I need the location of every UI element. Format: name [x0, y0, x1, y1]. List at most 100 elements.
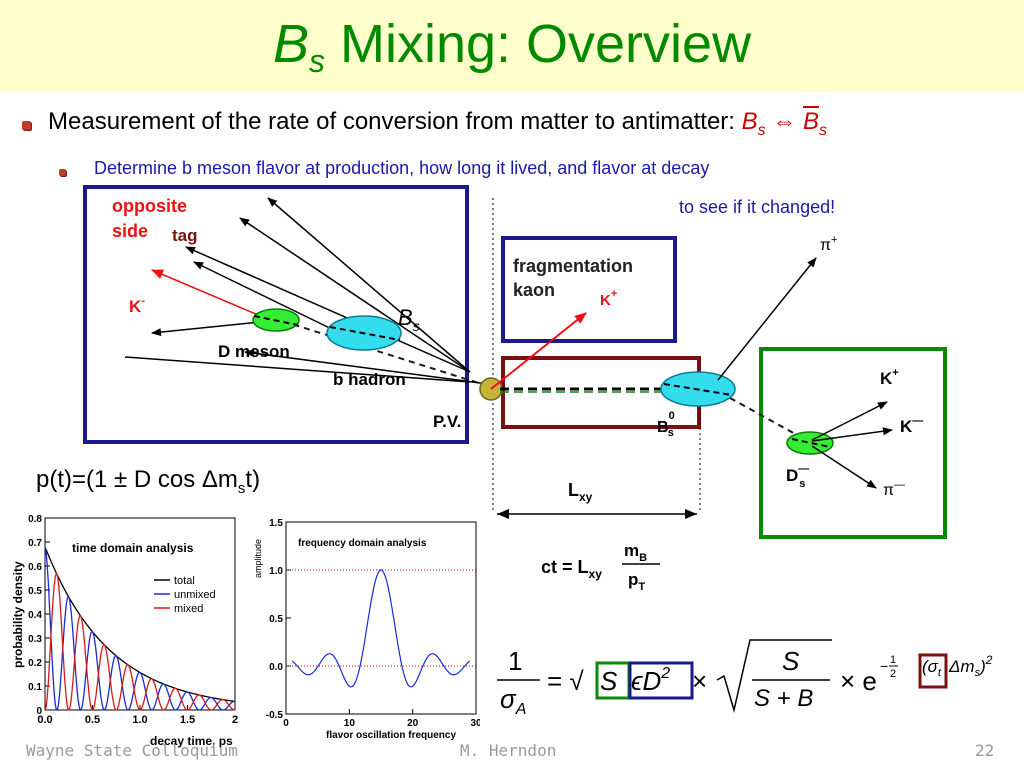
- bullet-main-text: Measurement of the rate of conversion fr…: [48, 108, 742, 135]
- lxy-label: Lxy: [568, 480, 593, 504]
- y-tick-label: 0.0: [269, 662, 283, 673]
- bs-label: Bs: [398, 305, 420, 334]
- svg-text:1: 1: [508, 646, 522, 676]
- k-plus-track: [811, 401, 888, 441]
- b-hadron-path: [275, 318, 489, 387]
- y-tick-label: 0.4: [28, 610, 42, 621]
- svg-text:2: 2: [890, 668, 896, 680]
- side-label: side: [112, 221, 148, 241]
- bullet-marker: [22, 121, 31, 130]
- bullet-sub: Determine b meson flavor at production, …: [94, 158, 710, 178]
- title-symbol-sub: s: [308, 43, 325, 79]
- x-tick-label: 10: [344, 718, 356, 729]
- freq-chart-ylabel: amplitude: [253, 539, 263, 578]
- ct-formula-den: pT: [628, 570, 645, 593]
- track: [267, 197, 471, 373]
- svg-text:S + B: S + B: [754, 685, 813, 712]
- x-tick-label: 0: [283, 718, 289, 729]
- fragmentation-kaon-arrow: [490, 312, 587, 390]
- x-tick-label: 0.5: [85, 714, 100, 726]
- sigma-t-highlight-box: [918, 653, 948, 689]
- track: [185, 246, 471, 373]
- bullet-sub-cont: to see if it changed!: [679, 197, 836, 217]
- ds-box: [759, 347, 947, 539]
- pi-plus-track: [717, 257, 817, 381]
- track: [239, 217, 471, 373]
- svg-text:ϵD2: ϵD2: [631, 665, 670, 696]
- oscillation-arrow: ⇔: [765, 108, 803, 135]
- title-band: [0, 0, 1024, 92]
- fragmentation-label: fragmentation: [513, 256, 633, 276]
- x-tick-label: 30: [470, 718, 480, 729]
- sub-bullet-marker: [59, 169, 66, 176]
- kaon-label: kaon: [513, 280, 555, 300]
- probability-formula: p(t)=(1 ± D cos Δmst): [36, 466, 261, 497]
- legend-label: mixed: [174, 603, 203, 615]
- pi-minus-label: π—: [883, 479, 905, 499]
- k-minus-label: K-: [129, 295, 145, 316]
- ds-flight-path: [729, 397, 809, 442]
- svg-text:×: ×: [692, 666, 707, 696]
- svg-text:−: −: [880, 658, 888, 674]
- x-tick-label: 1.0: [132, 714, 147, 726]
- amplitude-curve: [291, 569, 471, 688]
- x-tick-label: 20: [407, 718, 419, 729]
- bs-symbol-left: Bs: [741, 108, 766, 139]
- k-minus-track: [811, 427, 893, 442]
- opposite-side-box: [83, 185, 469, 444]
- track: [124, 356, 471, 383]
- d-meson-label: D meson: [218, 342, 290, 361]
- x-tick-label: 1.5: [180, 714, 195, 726]
- y-tick-label: 1.5: [269, 518, 283, 529]
- opposite-label: opposite: [112, 196, 187, 216]
- k-minus-right-label: K—: [900, 415, 923, 436]
- y-tick-label: 0.2: [28, 658, 42, 669]
- y-tick-label: 0.3: [28, 634, 42, 645]
- y-tick-label: 0.7: [28, 538, 42, 549]
- legend-label: total: [174, 575, 195, 587]
- svg-text:σA: σA: [500, 684, 526, 718]
- track: [244, 349, 489, 385]
- series-unmixed: [44, 546, 235, 711]
- y-tick-label: 1.0: [269, 566, 283, 577]
- page-number: 22: [975, 741, 995, 760]
- y-tick-label: 0.8: [28, 514, 42, 525]
- series-mixed: [44, 572, 236, 711]
- eps-d2-highlight-box: [628, 661, 694, 700]
- title-symbol: B: [272, 14, 309, 74]
- x-tick-label: 2: [232, 714, 238, 726]
- track: [151, 321, 261, 337]
- ds-ellipse: [786, 431, 834, 455]
- page-title: Bs Mixing: Overview: [0, 6, 1024, 99]
- footer-center: M. Herndon: [460, 741, 557, 760]
- bs-bar-symbol: Bs: [803, 108, 828, 139]
- legend-label: unmixed: [174, 589, 216, 601]
- y-tick-label: 0.5: [28, 586, 42, 597]
- kaon-track-red: [151, 269, 271, 321]
- svg-text:S: S: [782, 646, 800, 676]
- freq-chart-title: frequency domain analysis: [298, 538, 427, 549]
- title-rest: Mixing: Overview: [324, 14, 752, 74]
- k-plus-label: K+: [600, 288, 617, 309]
- pv-label: P.V.: [433, 412, 461, 431]
- footer-left: Wayne State Colloquium: [26, 741, 238, 760]
- y-tick-label: -0.5: [266, 710, 284, 721]
- bullet-main: Measurement of the rate of conversion fr…: [48, 108, 827, 140]
- time-chart-title: time domain analysis: [72, 541, 194, 555]
- svg-text:= √: = √: [547, 666, 584, 696]
- tag-label: tag: [172, 226, 198, 245]
- ct-formula-lhs: ct = Lxy: [541, 557, 602, 581]
- k-plus-right-label: K+: [880, 367, 899, 388]
- svg-text:1: 1: [890, 654, 896, 666]
- pi-plus-label: π+: [820, 234, 837, 254]
- fragmentation-box: [501, 236, 677, 343]
- freq-chart-xlabel: flavor oscillation frequency: [326, 730, 456, 741]
- x-tick-label: 0.0: [37, 714, 52, 726]
- pi-minus-track: [811, 445, 877, 489]
